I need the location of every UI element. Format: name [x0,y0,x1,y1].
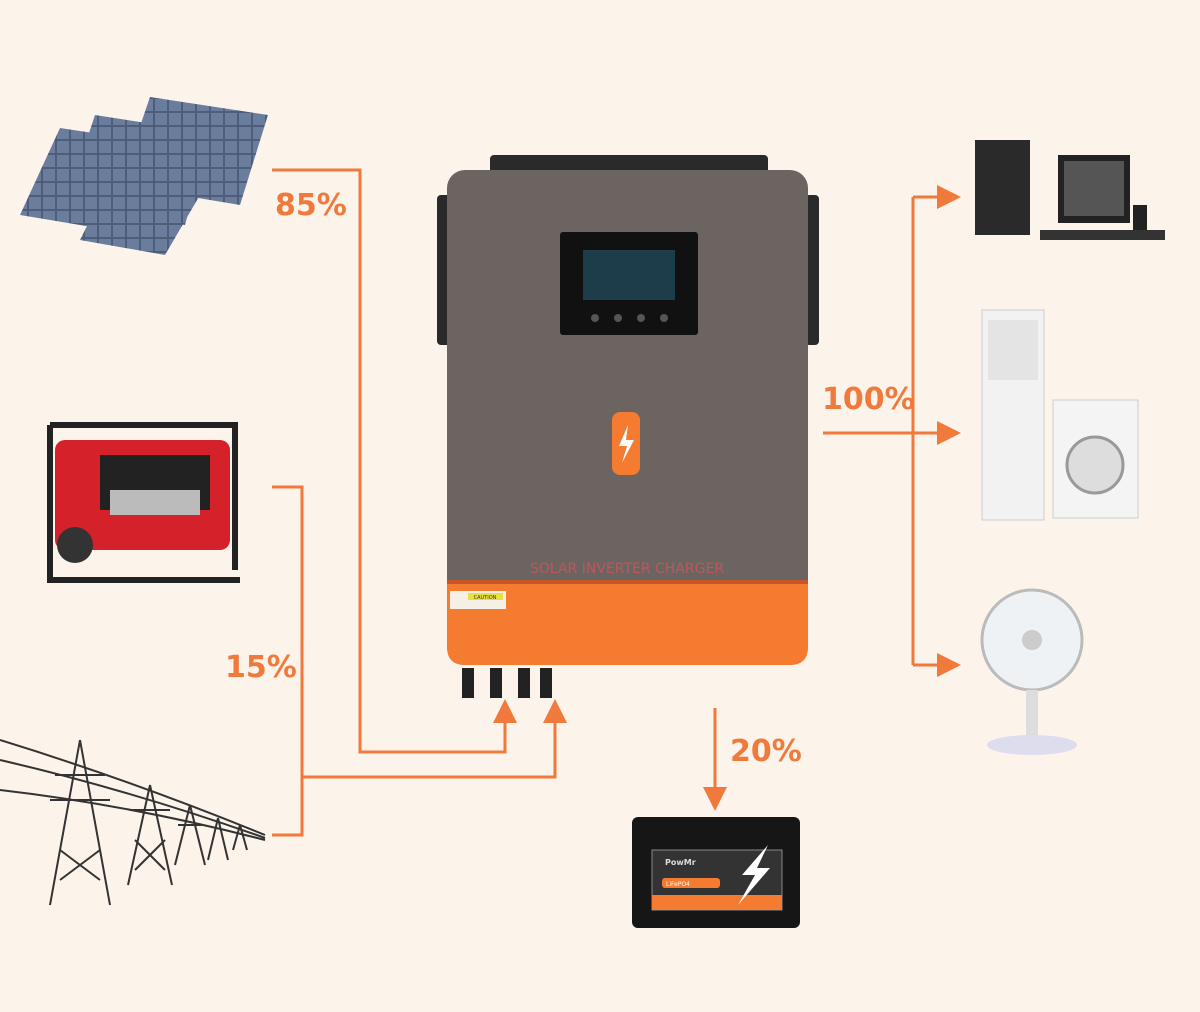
generator-image [47,422,240,583]
grid-flow-line [302,699,567,779]
flow-lines [272,168,961,837]
battery-bolt-icon [738,845,770,905]
solar-flow-line [272,168,517,754]
computer-image [975,140,1165,240]
battery-brand: PowMr [665,858,696,867]
inverter-buttons [591,314,668,322]
solar-share-label: 85% [275,188,347,223]
caution-text: CAUTION [474,595,497,601]
grid-generator-share-label: 15% [225,650,297,685]
solar-panels-image [20,97,268,255]
air-conditioner-image [981,309,1045,521]
inverter-connectors [462,668,552,698]
inverter-label: SOLAR INVERTER CHARGER [530,561,724,577]
load-share-label: 100% [822,382,915,417]
battery-chemistry: LiFePO4 [666,881,690,888]
fan-image [980,588,1084,755]
power-grid-image [0,739,266,906]
generator-flow-line [272,485,304,837]
battery-share-label: 20% [730,734,802,769]
battery-image: PowMr LiFePO4 [632,817,800,928]
washing-machine-image [1052,399,1139,519]
inverter-image: SOLAR INVERTER CHARGER CAUTION [437,155,819,698]
